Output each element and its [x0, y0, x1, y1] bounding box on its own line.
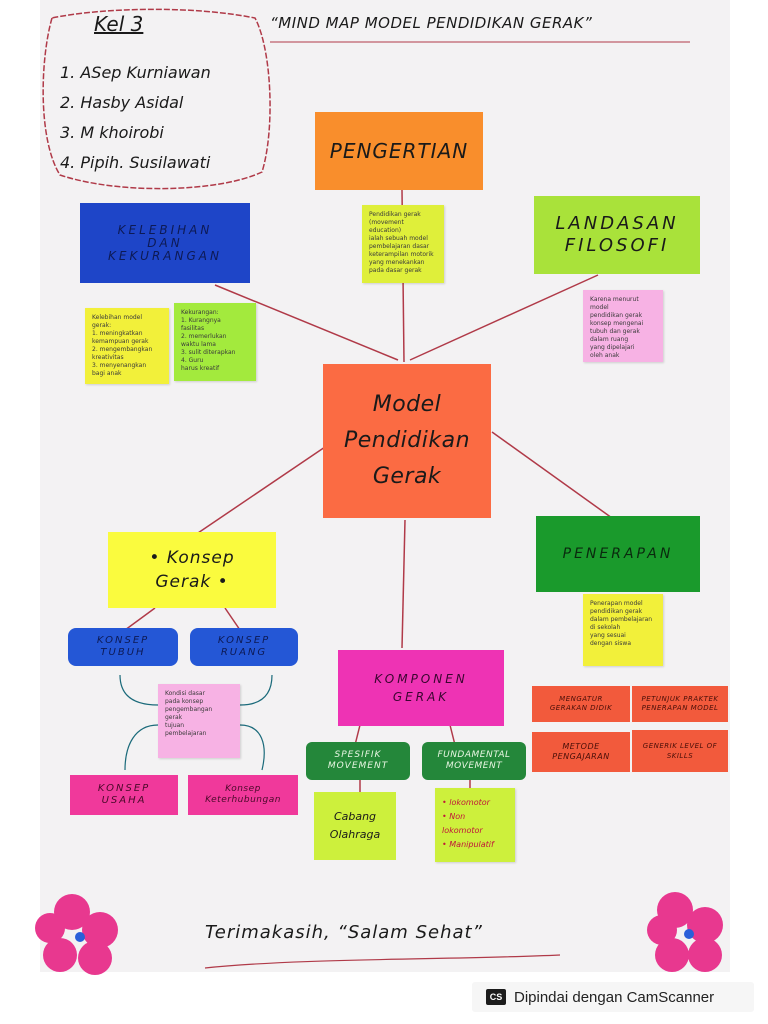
red-label-petunjuk: PETUNJUK PRAKTEK PENERAPAN MODEL: [632, 686, 728, 722]
member-3: 3. M khoirobi: [60, 123, 164, 142]
center-topic-box: Model Pendidikan Gerak: [323, 364, 491, 518]
konsep-usaha-box: KONSEP USAHA: [70, 775, 178, 815]
spesifik-note: Cabang Olahraga: [314, 792, 396, 860]
scanner-watermark: CS Dipindai dengan CamScanner: [472, 982, 754, 1012]
red-label-generik: GENERIK LEVEL OF SKILLS: [632, 730, 728, 772]
landasan-box: LANDASAN FILOSOFI: [534, 196, 700, 274]
red-label-metode: METODE PENGAJARAN: [532, 732, 630, 772]
komponen-gerak-box: KOMPONEN GERAK: [338, 650, 504, 726]
poster-title: “MIND MAP MODEL PENDIDIKAN GERAK”: [270, 14, 593, 32]
spesifik-movement-box: SPESIFIK MOVEMENT: [306, 742, 410, 780]
kekurangan-note: Kekurangan: 1. Kurangnya fasilitas 2. me…: [174, 303, 256, 381]
penerapan-note: Penerapan model pendidikan gerak dalam p…: [583, 594, 663, 666]
pengertian-label: PENGERTIAN: [329, 138, 469, 163]
konsep-keterhubungan-box: Konsep Keterhubungan: [188, 775, 298, 815]
camscanner-logo-icon: CS: [486, 989, 506, 1005]
flower-left-icon: [35, 894, 118, 975]
fundamental-note: • lokomotor • Non lokomotor • Manipulati…: [435, 788, 515, 862]
pengertian-box: PENGERTIAN: [315, 112, 483, 190]
kelebihan-note: Kelebihan model gerak: 1. meningkatkan k…: [85, 308, 169, 384]
konsep-tubuh-box: KONSEP TUBUH: [68, 628, 178, 666]
thanks-text: Terimakasih, “Salam Sehat”: [205, 922, 483, 943]
konsep-gerak-box: • Konsep Gerak •: [108, 532, 276, 608]
penerapan-box: PENERAPAN: [536, 516, 700, 592]
member-4: 4. Pipih. Susilawati: [60, 153, 211, 172]
flower-right-icon: [647, 892, 723, 972]
member-1: 1. ASep Kurniawan: [60, 63, 211, 82]
member-list: 1. ASep Kurniawan 2. Hasby Asidal 3. M k…: [60, 58, 211, 178]
konsep-note: Kondisi dasar pada konsep pengembangan g…: [158, 684, 240, 758]
group-heading: Kel 3: [94, 12, 144, 36]
landasan-note: Karena menurut model pendidikan gerak ko…: [583, 290, 663, 362]
pengertian-note: Pendidikan gerak (movement education) ia…: [362, 205, 444, 283]
scanner-text: Dipindai dengan CamScanner: [514, 988, 715, 1006]
red-label-mengatur: MENGATUR GERAKAN DIDIK: [532, 686, 630, 722]
kelebihan-box: KELEBIHAN DAN KEKURANGAN: [80, 203, 250, 283]
fundamental-movement-box: FUNDAMENTAL MOVEMENT: [422, 742, 526, 780]
konsep-ruang-box: KONSEP RUANG: [190, 628, 298, 666]
member-2: 2. Hasby Asidal: [60, 93, 184, 112]
